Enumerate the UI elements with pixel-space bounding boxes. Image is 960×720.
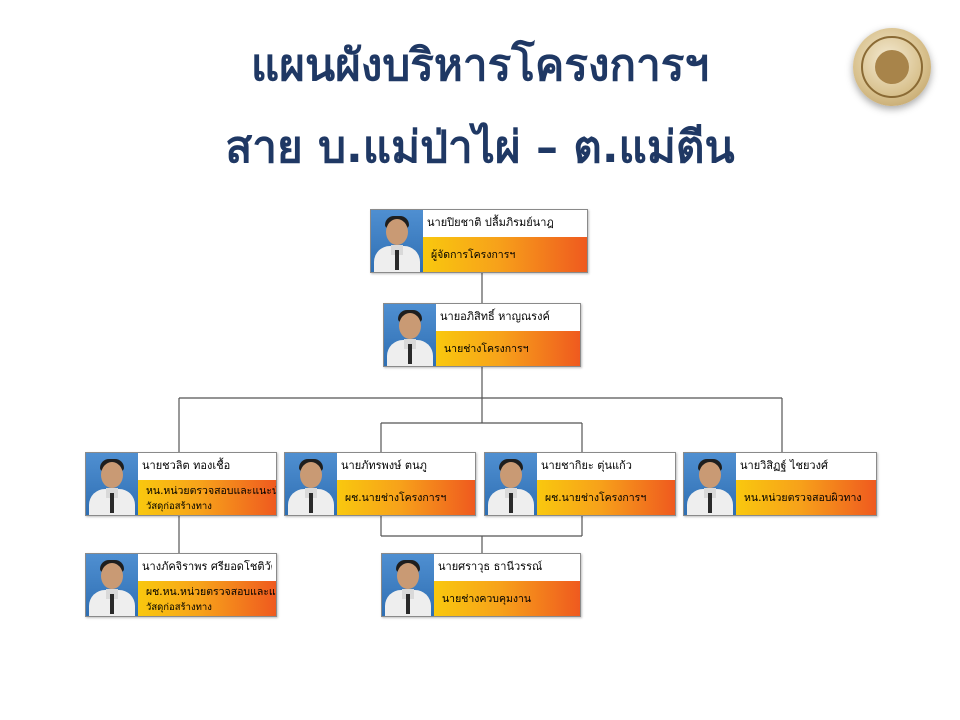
staff-card-project-engineer: นายอภิสิทธิ์ หาญณรงค์ นายช่างโครงการฯ [383,303,581,367]
department-emblem-icon [853,28,931,106]
staff-name: นายชวลิต ทองเชื้อ [142,459,231,472]
staff-role: ผู้จัดการโครงการฯ [423,237,587,272]
staff-name: นายวิสิฏฐ์ ไชยวงศ์ [740,459,828,472]
staff-name: นายปิยชาติ ปลื้มภิรมย์นาฎ [427,216,554,229]
staff-photo [86,453,138,515]
staff-role: หน.หน่วยตรวจสอบและแนะนำวัสดุก่อสร้างทาง [138,480,276,515]
staff-card-site-supervisor: นายศราวุธ ธานีวรรณ์ นายช่างควบคุมงาน [381,553,581,617]
staff-card-assistant-engineer-2: นายชากิยะ ตุ่นแก้ว ผช.นายช่างโครงการฯ [484,452,676,516]
emblem-core [875,50,909,84]
chart-title-line2: สาย บ.แม่ป่าไผ่ – ต.แม่ตีน [225,122,735,173]
staff-photo [485,453,537,515]
staff-role: ผช.หน.หน่วยตรวจสอบและแนะนำวัสดุก่อสร้างท… [138,581,276,616]
staff-card-materials-qc-assistant: นางภัคจิราพร ศรียอดโชติวัต ผช.หน.หน่วยตร… [85,553,277,617]
staff-role: นายช่างโครงการฯ [436,331,580,366]
staff-name: นายอภิสิทธิ์ หาญณรงค์ [440,310,550,323]
staff-photo [384,304,436,366]
staff-card-project-manager: นายปิยชาติ ปลื้มภิรมย์นาฎ ผู้จัดการโครงก… [370,209,588,273]
chart-title-line1: แผนผังบริหารโครงการฯ [250,40,710,91]
staff-photo [382,554,434,616]
staff-role: ผช.นายช่างโครงการฯ [337,480,475,515]
staff-photo [684,453,736,515]
staff-card-pavement-inspection-head: นายวิสิฏฐ์ ไชยวงศ์ หน.หน่วยตรวจสอบผิวทาง [683,452,877,516]
staff-role: ผช.นายช่างโครงการฯ [537,480,675,515]
staff-photo [371,210,423,272]
staff-name: นายภัทรพงษ์ ตนภู [341,459,427,472]
staff-role: หน.หน่วยตรวจสอบผิวทาง [736,480,876,515]
staff-photo [86,554,138,616]
staff-name: นางภัคจิราพร ศรียอดโชติวัต [142,560,272,573]
staff-photo [285,453,337,515]
staff-card-materials-qc-head: นายชวลิต ทองเชื้อ หน.หน่วยตรวจสอบและแนะน… [85,452,277,516]
emblem-ring [861,36,923,98]
staff-card-assistant-engineer-1: นายภัทรพงษ์ ตนภู ผช.นายช่างโครงการฯ [284,452,476,516]
staff-name: นายศราวุธ ธานีวรรณ์ [438,560,543,573]
staff-role: นายช่างควบคุมงาน [434,581,580,616]
staff-name: นายชากิยะ ตุ่นแก้ว [541,459,632,472]
